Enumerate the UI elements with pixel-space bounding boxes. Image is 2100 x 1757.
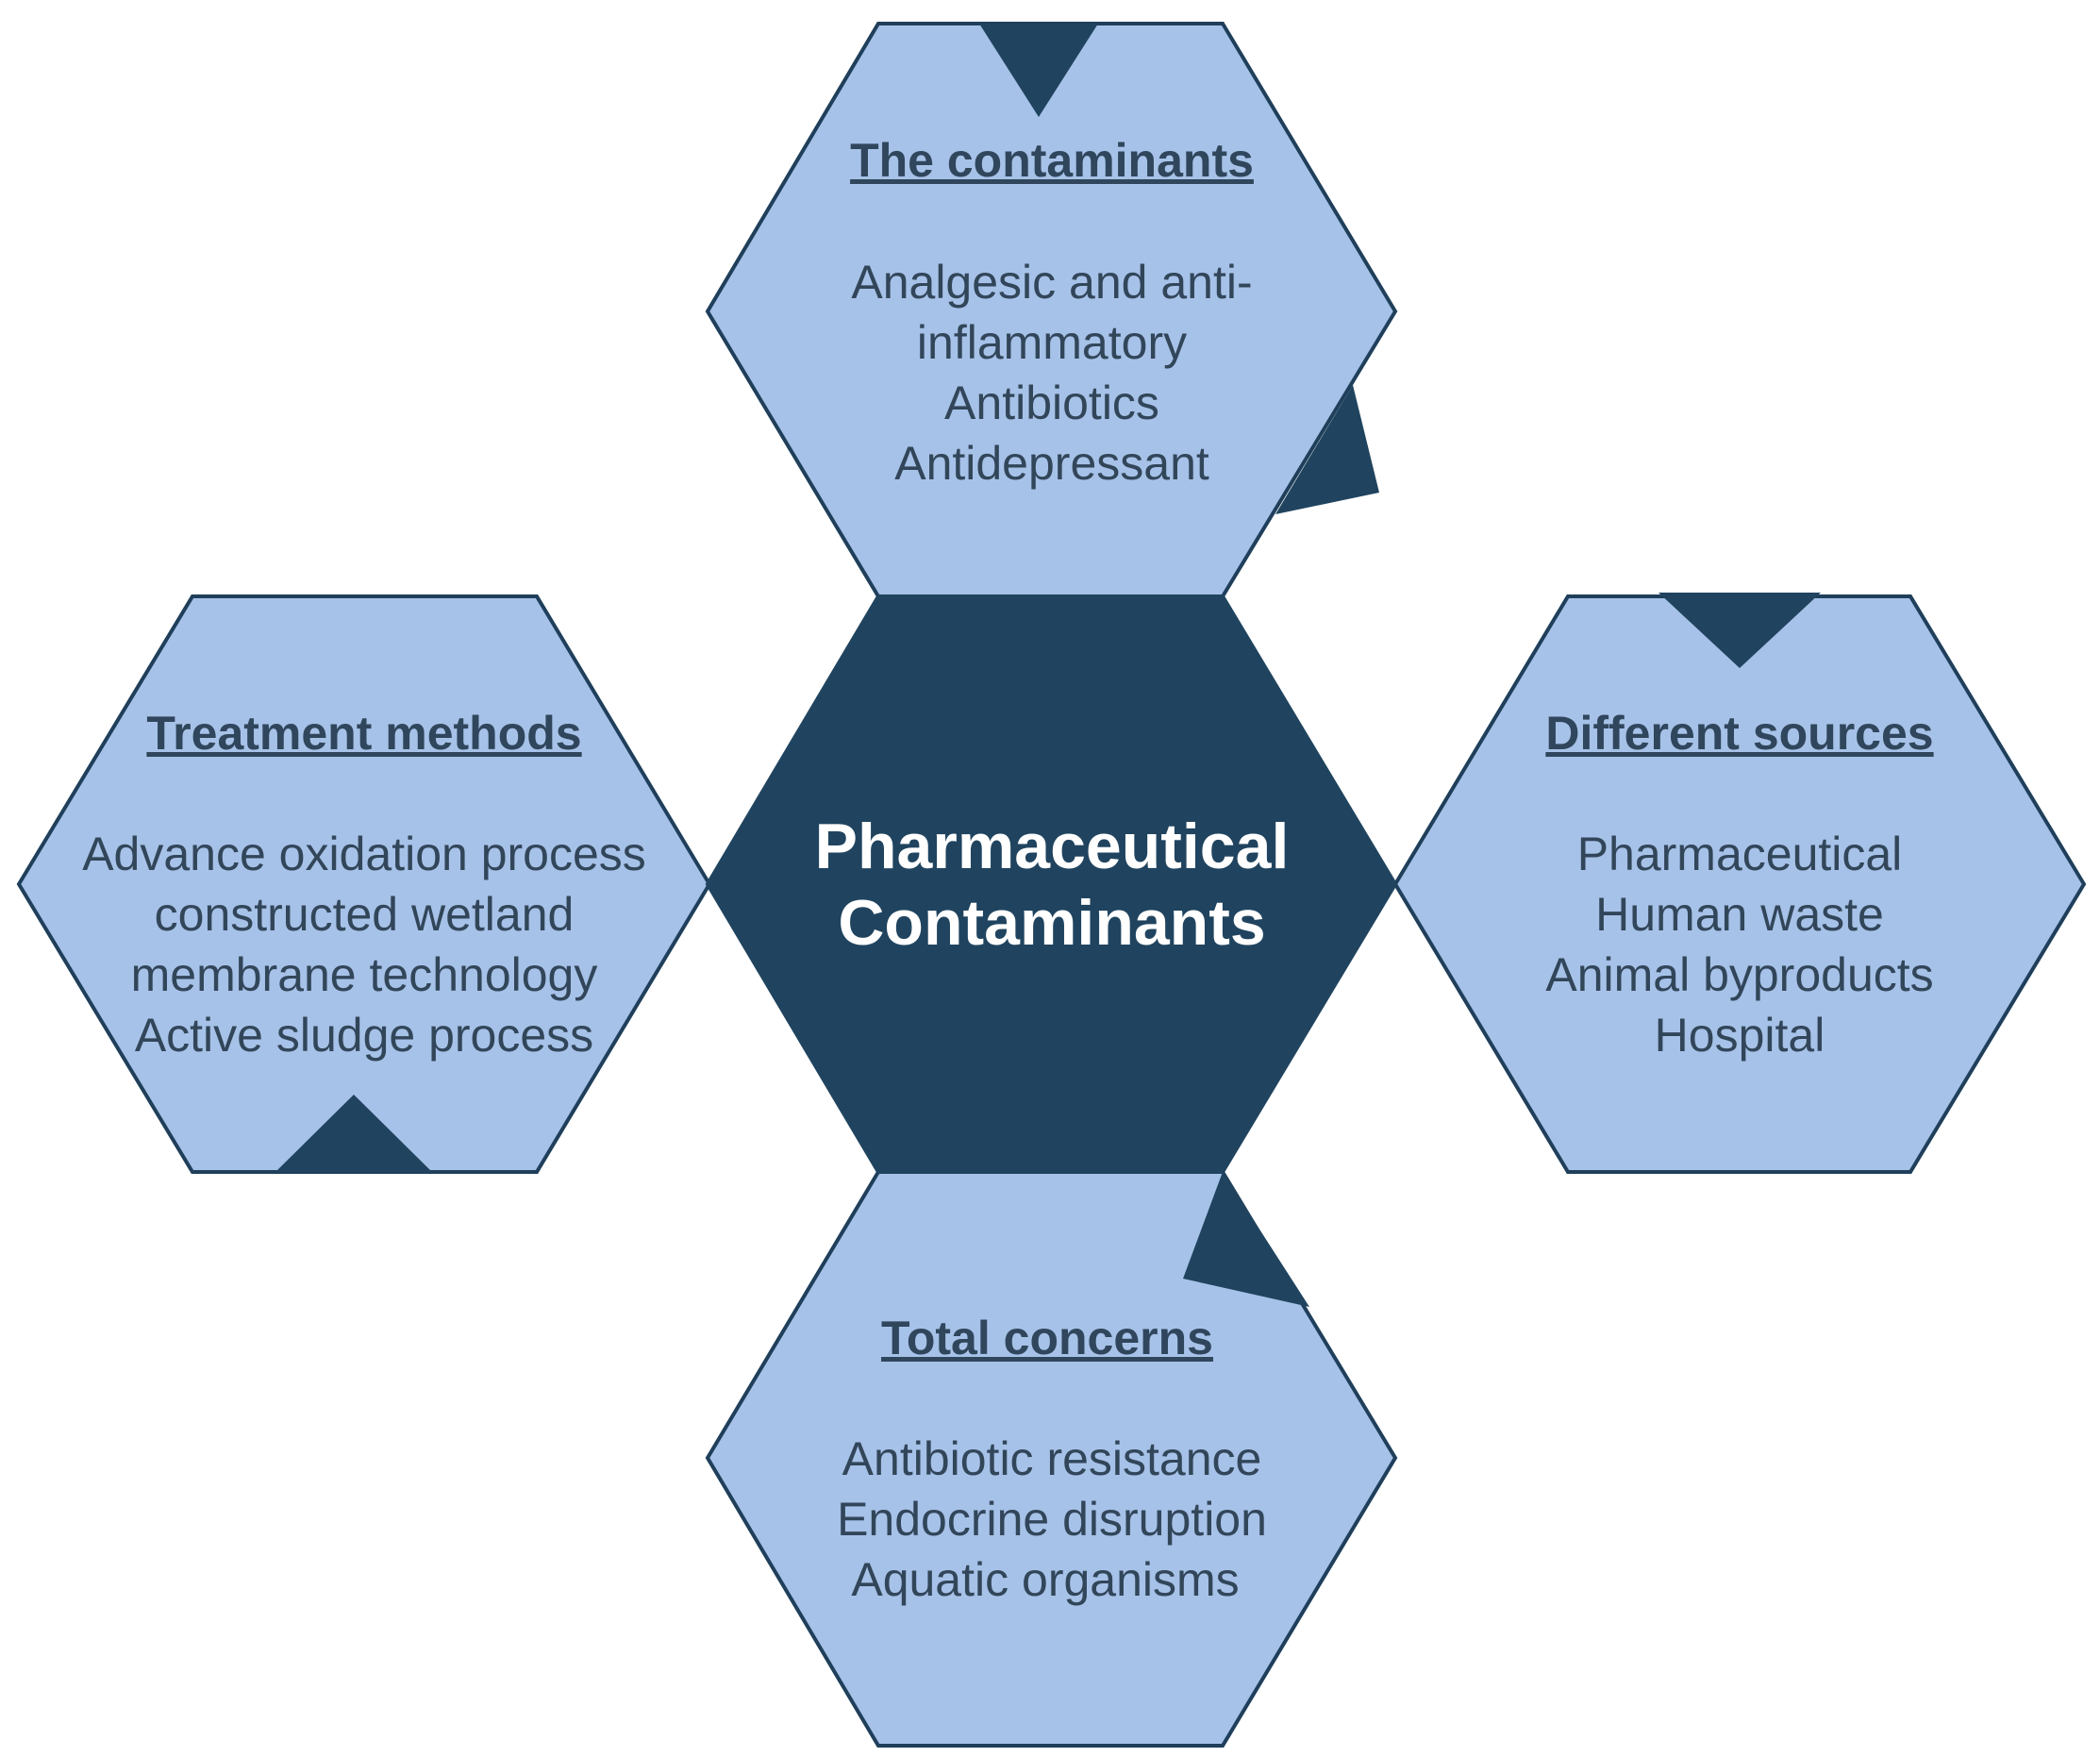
bottom-item-2: Endocrine disruption <box>837 1493 1267 1546</box>
left-item-4: Active sludge process <box>135 1009 593 1062</box>
top-item-2: inflammatory <box>917 316 1187 369</box>
accent-triangle-right-top <box>1658 593 1821 668</box>
bottom-item-1: Antibiotic resistance <box>842 1432 1262 1485</box>
hex-center-shape <box>705 594 1398 1174</box>
left-item-3: membrane technology <box>131 948 598 1001</box>
accent-triangle-top-right <box>1275 385 1379 514</box>
heading-the-contaminants: The contaminants <box>850 134 1254 187</box>
hex-center-pharmaceutical: Pharmaceutical Contaminants <box>705 594 1398 1174</box>
right-item-4: Hospital <box>1655 1009 1825 1062</box>
hex-top-contaminants: The contaminants Analgesic and anti- inf… <box>705 22 1398 598</box>
center-title-line1: Pharmaceutical <box>815 811 1290 882</box>
right-item-3: Animal byproducts <box>1545 948 1933 1001</box>
accent-triangle-top <box>979 24 1098 117</box>
right-item-2: Human waste <box>1595 888 1884 941</box>
heading-total-concerns: Total concerns <box>881 1312 1213 1364</box>
left-item-2: constructed wetland <box>155 888 575 941</box>
hex-bottom-concerns: Total concerns Antibiotic resistance End… <box>705 1170 1398 1748</box>
top-item-1: Analgesic and anti- <box>851 256 1252 309</box>
bottom-item-3: Aquatic organisms <box>851 1553 1239 1606</box>
hex-right-sources: Different sources Pharmaceutical Human w… <box>1392 593 2087 1174</box>
center-title-line2: Contaminants <box>838 887 1265 959</box>
accent-triangle-bottom <box>1183 1172 1309 1307</box>
right-item-1: Pharmaceutical <box>1577 828 1903 880</box>
hex-left-treatment: Treatment methods Advance oxidation proc… <box>16 594 712 1174</box>
hex-right-shape <box>1392 594 2087 1174</box>
top-item-4: Antidepressant <box>894 437 1209 490</box>
heading-different-sources: Different sources <box>1545 707 1933 760</box>
hex-left-shape <box>16 594 712 1174</box>
heading-treatment-methods: Treatment methods <box>146 707 581 760</box>
left-item-1: Advance oxidation process <box>82 828 646 880</box>
top-item-3: Antibiotics <box>944 376 1159 429</box>
accent-triangle-left-bottom <box>275 1095 432 1172</box>
